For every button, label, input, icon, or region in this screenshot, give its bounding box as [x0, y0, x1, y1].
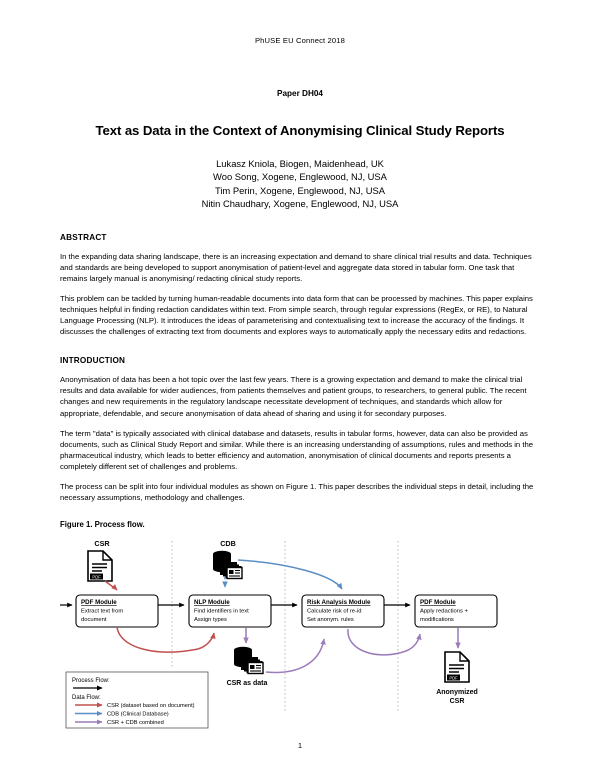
page-title: Text as Data in the Context of Anonymisi…: [95, 123, 505, 138]
abstract-paragraph: In the expanding data sharing landscape,…: [60, 251, 532, 283]
csr-input-label: CSR: [94, 539, 110, 548]
module-line: Assign types: [194, 617, 227, 623]
abstract-paragraph: This problem can be tackled by turning h…: [60, 293, 533, 337]
module-line: Apply redactions +: [420, 609, 468, 615]
figure-caption: Figure 1. Process flow.: [60, 520, 145, 530]
anonymized-csr-label-line2: CSR: [450, 698, 465, 705]
module-line: Set anonym. rules: [307, 617, 354, 623]
module-line: modifications: [420, 617, 454, 623]
pdf-badge-label: PDF: [449, 676, 458, 681]
author-line: Nitin Chaudhary, Xogene, Englewood, NJ, …: [201, 198, 399, 210]
combined-data-flow-arrows: [243, 628, 461, 674]
author-line: Woo Song, Xogene, Englewood, NJ, USA: [213, 171, 387, 183]
cdb-input-label: CDB: [220, 539, 236, 548]
module-title: PDF Module: [420, 599, 456, 606]
module-box-nlp[interactable]: NLP Module Find identifiers in text Assi…: [188, 594, 272, 628]
module-box-pdf-extract[interactable]: PDF Module Extract text from document: [75, 594, 159, 628]
csr-as-data-node: CSR as data: [227, 647, 268, 687]
abstract-heading: ABSTRACT: [60, 232, 107, 242]
module-title: PDF Module: [81, 599, 117, 606]
module-title: NLP Module: [194, 599, 230, 606]
figure-legend: Process Flow: Data Flow: CSR (dataset ba…: [65, 671, 209, 729]
csr-data-flow-arrows: [104, 580, 216, 653]
introduction-heading: INTRODUCTION: [60, 356, 126, 366]
module-line: Find identifiers in text: [194, 609, 249, 615]
introduction-paragraph: The term "data" is typically associated …: [60, 428, 534, 471]
module-line: Calculate risk of re-id: [307, 609, 361, 615]
author-line: Lukasz Kniola, Biogen, Maidenhead, UK: [216, 158, 384, 169]
module-title: Risk Analysis Module: [307, 599, 371, 606]
module-line: document: [81, 617, 107, 623]
module-line: Extract text from: [81, 609, 123, 615]
anonymized-csr-label-line1: Anonymized: [436, 689, 478, 696]
author-block: Lukasz Kniola, Biogen, Maidenhead, UK Wo…: [60, 138, 540, 211]
legend-data-flow-label: Data Flow:: [72, 695, 101, 701]
process-flow-figure: CSR PDF CDB: [58, 533, 538, 738]
csr-input-node: CSR PDF: [87, 539, 113, 583]
swimlane-dividers: [171, 541, 399, 714]
csr-as-data-label: CSR as data: [227, 680, 268, 687]
page-number: 1: [297, 741, 303, 750]
cdb-input-node: CDB: [213, 539, 243, 580]
pdf-badge-label: PDF: [92, 575, 101, 580]
paper-id: Paper DH04: [277, 89, 323, 98]
module-box-risk-analysis[interactable]: Risk Analysis Module Calculate risk of r…: [301, 594, 385, 628]
introduction-paragraph: The process can be split into four indiv…: [60, 482, 534, 503]
anonymized-csr-node: PDF Anonymized CSR: [436, 651, 478, 705]
introduction-paragraph: Anonymisation of data has been a hot top…: [60, 375, 527, 418]
legend-item-label: CSR (dataset based on document): [107, 703, 195, 709]
running-head: PhUSE EU Connect 2018: [254, 36, 346, 45]
cdb-data-flow-arrows: [222, 559, 343, 590]
author-line: Tim Perin, Xogene, Englewood, NJ, USA: [214, 184, 386, 196]
legend-item-label: CDB (Clinical Database): [107, 712, 169, 718]
legend-item-label: CSR + CDB combined: [107, 720, 164, 726]
module-box-pdf-apply[interactable]: PDF Module Apply redactions + modificati…: [414, 594, 498, 628]
legend-process-flow-label: Process Flow:: [72, 678, 110, 684]
